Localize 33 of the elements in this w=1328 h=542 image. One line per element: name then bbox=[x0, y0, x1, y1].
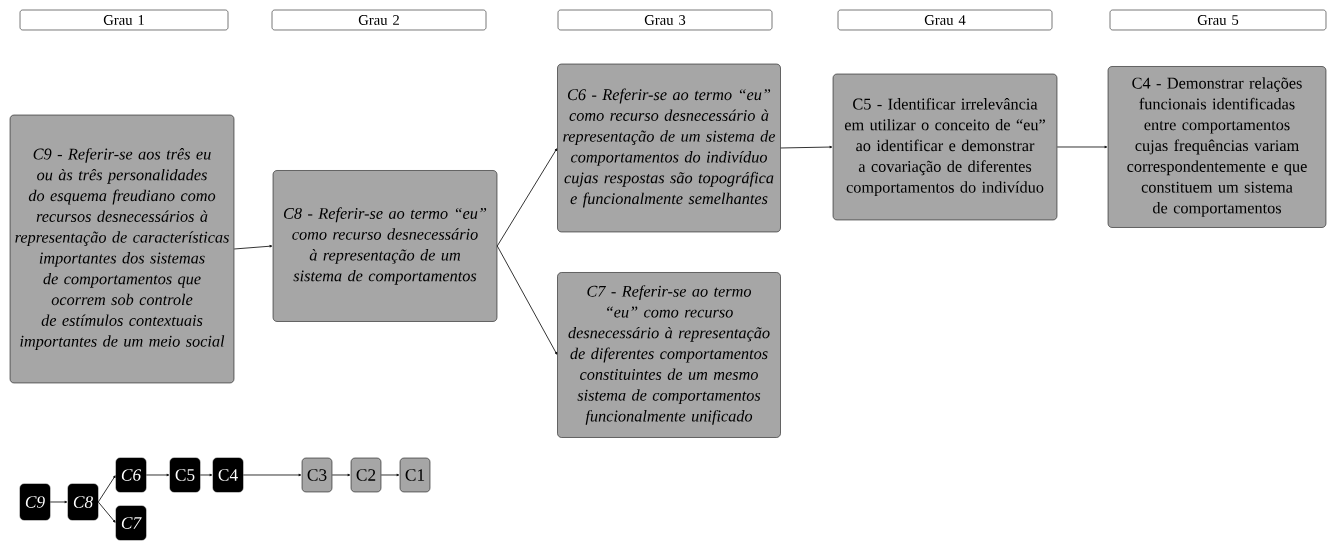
arrow bbox=[496, 148, 558, 247]
small-box: C1 bbox=[399, 457, 431, 493]
arrow bbox=[242, 473, 302, 477]
arrow bbox=[780, 145, 833, 149]
arrow bbox=[97, 475, 116, 503]
arrow bbox=[496, 245, 558, 355]
arrow bbox=[145, 473, 170, 477]
arrow bbox=[97, 501, 116, 523]
level-header: Grau 4 bbox=[837, 9, 1053, 31]
level-header: Grau 3 bbox=[557, 9, 773, 31]
competence-box: C6 - Referir-se ao termo “eu” como recurso desnecessário à representação de um sistema de comportamentos do indivíduo cujas respostas são topográfica e funcionalmente semelhantes bbox=[557, 63, 781, 233]
competence-box: C8 - Referir-se ao termo “eu” como recurso desnecessário à representação de um sistema de comportamentos bbox=[272, 170, 498, 322]
small-box: C7 bbox=[115, 505, 147, 541]
arrow bbox=[233, 245, 273, 250]
arrow bbox=[331, 473, 351, 477]
small-box: C4 bbox=[212, 457, 244, 493]
arrow bbox=[380, 473, 400, 477]
small-box: C6 bbox=[115, 457, 147, 493]
level-header: Grau 2 bbox=[271, 9, 487, 31]
small-box: C5 bbox=[169, 457, 201, 493]
small-box: C3 bbox=[301, 457, 333, 493]
arrow bbox=[49, 500, 68, 504]
competence-box: C4 - Demonstrar relações funcionais identificadas entre comportamentos cujas frequências variam correspondentemente e que constituem um sistema de comportamentos bbox=[1107, 66, 1327, 228]
competence-box: C5 - Identificar irrelevância em utilizar o conceito de “eu” ao identificar e demonstrar a covariação de diferentes comportamentos do indivíduo bbox=[832, 73, 1058, 221]
arrow bbox=[199, 473, 213, 477]
competence-box: C7 - Referir-se ao termo “eu” como recurso desnecessário à representação de diferentes comportamentos constituintes de um mesmo sistema de comportamentos funcionalmente unificado bbox=[557, 272, 781, 438]
level-header: Grau 5 bbox=[1109, 9, 1327, 31]
small-box: C8 bbox=[67, 483, 99, 521]
arrow bbox=[1056, 145, 1108, 149]
small-box: C9 bbox=[19, 483, 51, 521]
competence-box: C9 - Referir-se aos três eu ou às três personalidades do esquema freudiano como recursos desnecessários à representação de características importantes dos sistemas de comportamentos que ocorrem sob controle de estímulos contextuais importantes de um meio social bbox=[9, 114, 235, 384]
small-box: C2 bbox=[350, 457, 382, 493]
level-header: Grau 1 bbox=[19, 9, 229, 31]
